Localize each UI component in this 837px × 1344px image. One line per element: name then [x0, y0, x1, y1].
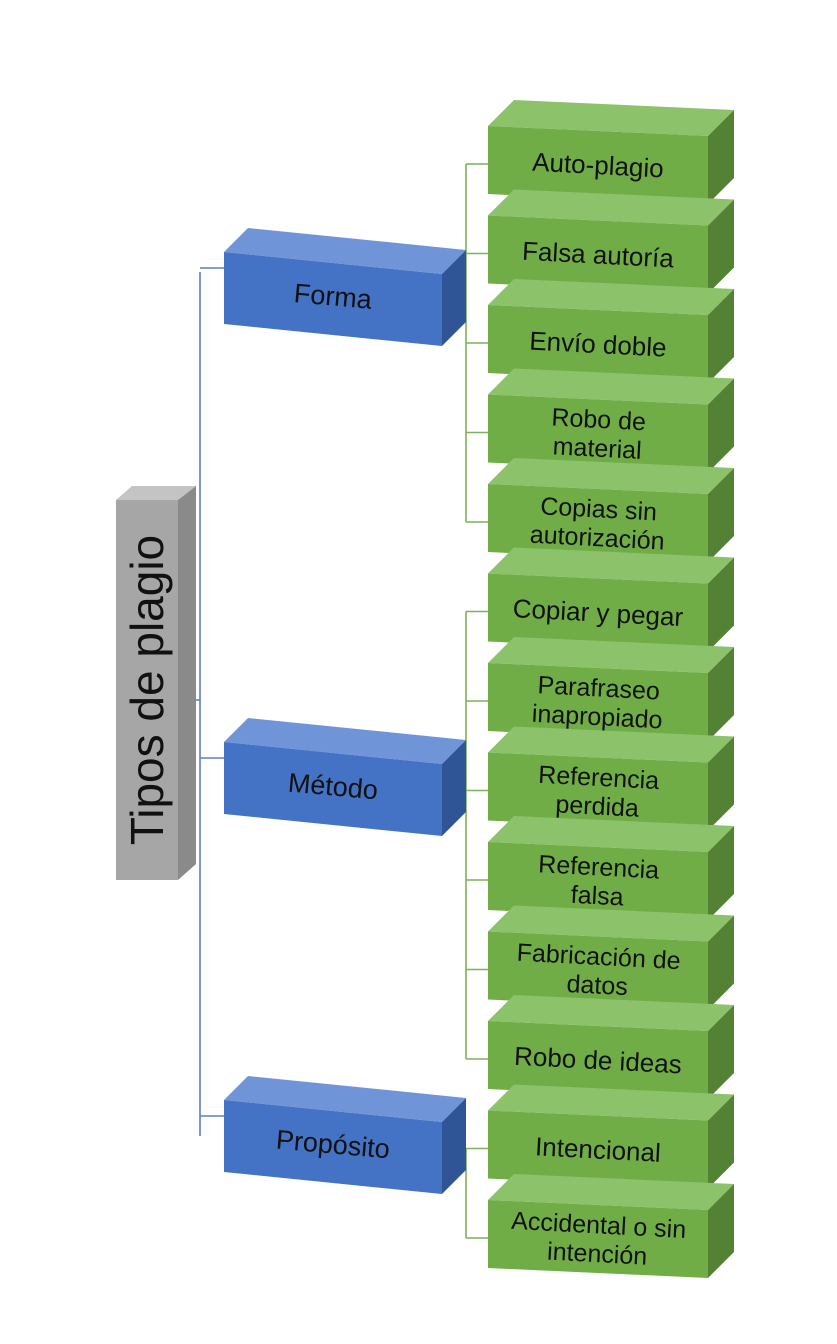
leaf-node-2-2: Parafraseoinapropiado — [488, 637, 734, 741]
leaf-node-2-6-top-face — [488, 995, 734, 1031]
leaf-node-1-3-label: Envío doble — [529, 326, 668, 363]
leaf-node-3-1-side-face — [708, 1094, 734, 1189]
root-block-front-face — [116, 500, 178, 880]
leaf-node-3-1: Intencional — [488, 1084, 734, 1189]
leaf-node-3-2: Accidental o sinintención — [488, 1174, 734, 1278]
category-node-3-front-face — [224, 1100, 442, 1194]
leaf-node-2-3: Referenciaperdida — [488, 726, 734, 831]
category-node-1-label: Forma — [293, 278, 374, 315]
leaf-node-2-1-front-face — [488, 573, 708, 652]
leaf-node-1-1: Auto-plagio — [488, 100, 734, 204]
leaf-node-2-6-side-face — [708, 1005, 734, 1099]
leaf-node-3-2-front-face — [488, 1200, 708, 1278]
leaf-node-3-1-front-face — [488, 1110, 708, 1189]
leaf-node-2-2-front-face — [488, 663, 708, 741]
root-label: Tipos de plagio — [121, 535, 173, 845]
category-node-2: Método — [224, 718, 466, 836]
category-node-1-side-face — [442, 250, 466, 346]
category-node-2-front-face — [224, 742, 442, 836]
leaf-node-1-1-side-face — [708, 110, 734, 204]
root-block-top-face — [116, 486, 196, 500]
root-block: Tipos de plagio — [116, 486, 196, 880]
leaf-node-2-4-label: Referenciafalsa — [536, 850, 660, 913]
leaf-node-3-2-side-face — [708, 1184, 734, 1278]
leaf-node-2-2-top-face — [488, 637, 734, 673]
category-node-2-side-face — [442, 740, 466, 836]
leaf-node-1-3-top-face — [488, 279, 734, 315]
leaf-node-1-4-top-face — [488, 368, 734, 405]
leaf-node-2-6-front-face — [488, 1021, 708, 1099]
leaf-node-2-4-top-face — [488, 816, 734, 852]
leaf-node-1-4-side-face — [708, 378, 734, 473]
leaf-node-2-4: Referenciafalsa — [488, 816, 734, 920]
leaf-node-2-1-side-face — [708, 557, 734, 652]
category-node-1-top-face — [224, 228, 466, 274]
leaf-node-1-2: Falsa autoría — [488, 189, 734, 294]
leaf-node-2-1: Copiar y pegar — [488, 547, 734, 652]
leaf-node-1-2-front-face — [488, 215, 708, 294]
leaf-node-1-3-side-face — [708, 289, 734, 383]
leaf-node-1-5-label: Copias sinautorización — [529, 492, 667, 556]
leaf-node-2-3-label: Referenciaperdida — [536, 761, 660, 824]
leaf-node-1-2-side-face — [708, 199, 734, 294]
category-node-2-top-face — [224, 718, 466, 764]
leaf-node-2-3-top-face — [488, 726, 734, 763]
root-node: Tipos de plagio — [116, 486, 196, 880]
leaf-node-1-4-front-face — [488, 394, 708, 473]
leaf-node-1-5-front-face — [488, 484, 708, 562]
category-node-3-side-face — [442, 1098, 466, 1194]
leaf-node-2-5-top-face — [488, 905, 734, 942]
leaf-node-2-1-top-face — [488, 547, 734, 584]
leaf-node-1-5-side-face — [708, 468, 734, 562]
leaf-node-1-2-top-face — [488, 189, 734, 226]
leaf-node-2-4-side-face — [708, 826, 734, 920]
leaf-node-2-5-side-face — [708, 915, 734, 1010]
leaf-node-3-2-top-face — [488, 1174, 734, 1210]
leaf-node-2-4-front-face — [488, 842, 708, 920]
leaf-node-1-1-top-face — [488, 100, 734, 136]
leaf-node-1-3-front-face — [488, 305, 708, 383]
leaf-node-1-3: Envío doble — [488, 279, 734, 383]
leaf-node-1-1-label: Auto-plagio — [532, 147, 665, 184]
root-block-side-face — [178, 486, 196, 880]
category-node-1: Forma — [224, 228, 466, 346]
leaf-node-2-6: Robo de ideas — [488, 995, 734, 1099]
leaf-node-3-1-label: Intencional — [534, 1131, 661, 1168]
leaf-node-2-3-front-face — [488, 752, 708, 831]
category-node-3-top-face — [224, 1076, 466, 1122]
leaf-node-2-3-side-face — [708, 736, 734, 831]
leaf-node-1-4: Robo dematerial — [488, 368, 734, 473]
leaf-node-1-4-label: Robo dematerial — [549, 403, 646, 465]
leaf-node-3-1-top-face — [488, 1084, 734, 1121]
category-node-1-front-face — [224, 252, 442, 346]
leaf-node-1-5-top-face — [488, 458, 734, 494]
leaf-node-2-5: Fabricación dedatos — [488, 905, 734, 1010]
leaf-node-2-2-label: Parafraseoinapropiado — [531, 671, 664, 735]
connectors — [196, 163, 488, 1239]
leaf-node-1-5: Copias sinautorización — [488, 458, 734, 562]
leaf-node-1-1-front-face — [488, 126, 708, 204]
leaf-node-2-5-front-face — [488, 931, 708, 1010]
leaf-node-2-2-side-face — [708, 647, 734, 741]
category-node-3: Propósito — [224, 1076, 466, 1194]
